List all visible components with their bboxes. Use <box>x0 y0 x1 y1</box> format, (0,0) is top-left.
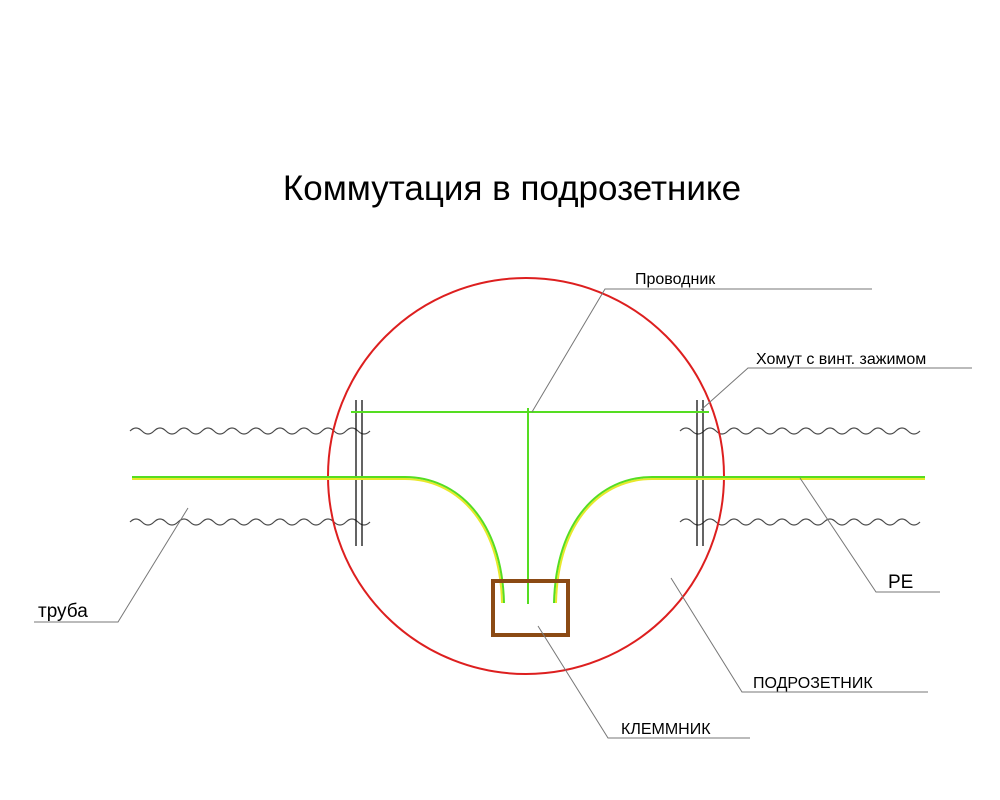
pe-wire-left <box>132 476 505 604</box>
leader-terminal <box>537 625 750 739</box>
pipe-wall-right-top <box>679 427 921 435</box>
pipe-wall-left-bottom <box>129 518 371 526</box>
label-conductor: Проводник <box>635 271 716 288</box>
leader-clamp <box>700 367 972 411</box>
label-pipe: труба <box>38 601 88 622</box>
pipe-wall-left-top <box>129 427 371 435</box>
terminal-block <box>491 579 570 637</box>
leader-box <box>670 577 928 693</box>
label-terminal: КЛЕММНИК <box>621 721 711 738</box>
pipe-wall-right-bottom <box>679 518 921 526</box>
label-pe: PE <box>888 572 913 593</box>
pe-wire-right <box>553 476 925 604</box>
label-socket-box: ПОДРОЗЕТНИК <box>753 675 873 692</box>
bonding-conductor <box>351 408 709 604</box>
leader-pe <box>799 477 940 593</box>
leader-pipe <box>34 507 189 623</box>
clamp-right <box>696 400 704 546</box>
diagram-title: Коммутация в подрозетнике <box>283 169 741 208</box>
label-clamp: Хомут с винт. зажимом <box>756 351 926 368</box>
leader-conductor <box>531 288 872 413</box>
clamp-left <box>355 400 363 546</box>
